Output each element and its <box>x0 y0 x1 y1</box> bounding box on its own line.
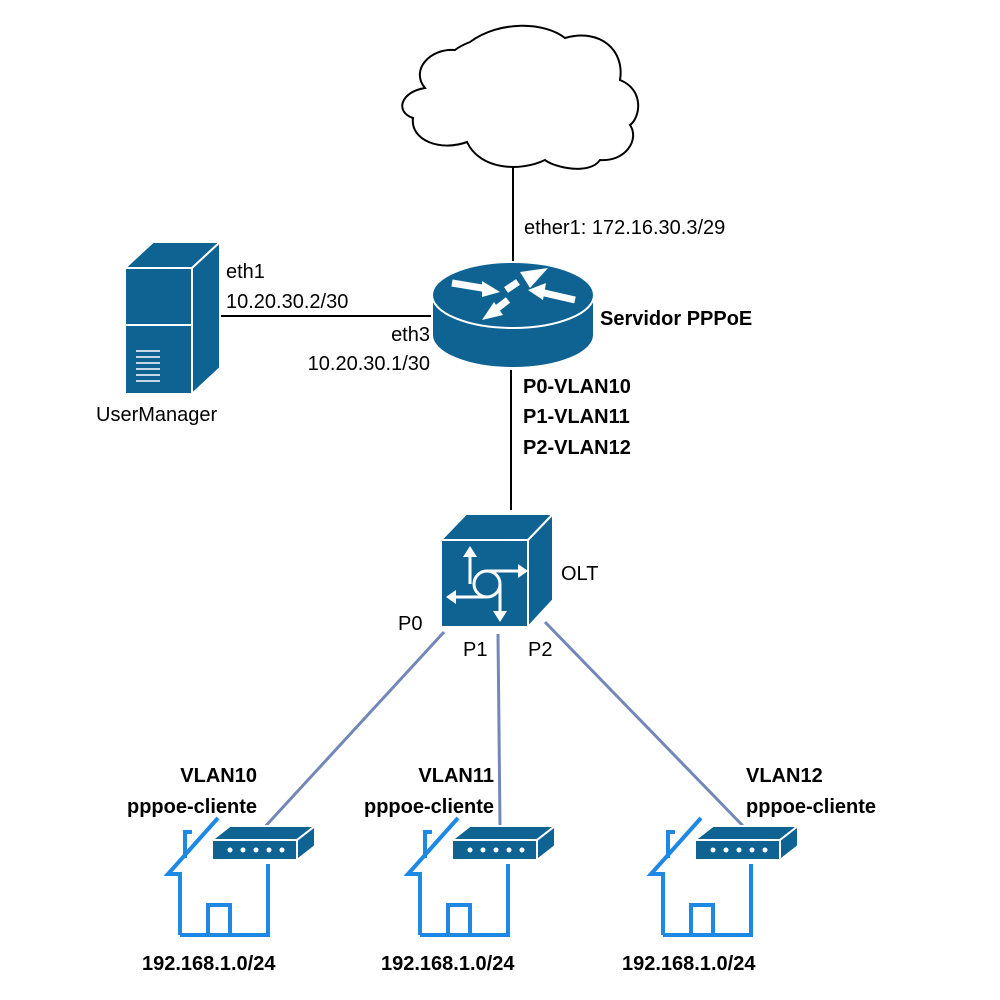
client-1-role: pppoe-cliente <box>363 796 494 818</box>
server-name: UserManager <box>96 404 218 426</box>
server-icon <box>122 239 223 397</box>
fiber-p2 <box>543 620 747 830</box>
modem-icon <box>449 823 558 863</box>
olt-port-p2: P2 <box>528 639 553 661</box>
olt-port-p1: P1 <box>463 639 488 661</box>
client-1-vlan: VLAN11 <box>418 765 494 787</box>
client-1-network: 192.168.1.0/24 <box>381 953 515 975</box>
switch-icon <box>438 511 556 630</box>
client-0-role: pppoe-cliente <box>126 796 257 818</box>
fiber-p0 <box>260 630 446 832</box>
client-site-0 <box>163 816 318 937</box>
client-2-vlan: VLAN12 <box>746 765 823 787</box>
client-2-role: pppoe-cliente <box>746 796 877 818</box>
house-icon <box>403 816 510 937</box>
router-wan-label: ether1: 172.16.30.3/29 <box>524 217 726 239</box>
client-site-1 <box>403 816 558 937</box>
client-2-network: 192.168.1.0/24 <box>622 953 756 975</box>
olt-name: OLT <box>561 563 599 585</box>
modem-icon <box>692 823 801 863</box>
router-icon <box>431 261 595 369</box>
house-icon <box>163 816 270 937</box>
router-name: Servidor PPPoE <box>600 308 753 330</box>
vlan-map-2: P2-VLAN12 <box>523 437 631 459</box>
router-lan-if-label: eth3 <box>391 324 430 346</box>
client-0-network: 192.168.1.0/24 <box>142 953 276 975</box>
olt-port-p0: P0 <box>398 613 423 635</box>
vlan-map-1: P1-VLAN11 <box>523 406 630 428</box>
server-ip-label: 10.20.30.2/30 <box>226 291 349 313</box>
fiber-p1 <box>496 633 502 827</box>
modem-icon <box>209 823 318 863</box>
server-if-label: eth1 <box>226 261 265 283</box>
cloud-icon <box>401 24 640 170</box>
vlan-map-0: P0-VLAN10 <box>523 376 631 398</box>
house-icon <box>646 816 753 937</box>
router-lan-ip-label: 10.20.30.1/30 <box>307 353 430 375</box>
client-site-2 <box>646 816 801 937</box>
client-0-vlan: VLAN10 <box>180 765 257 787</box>
